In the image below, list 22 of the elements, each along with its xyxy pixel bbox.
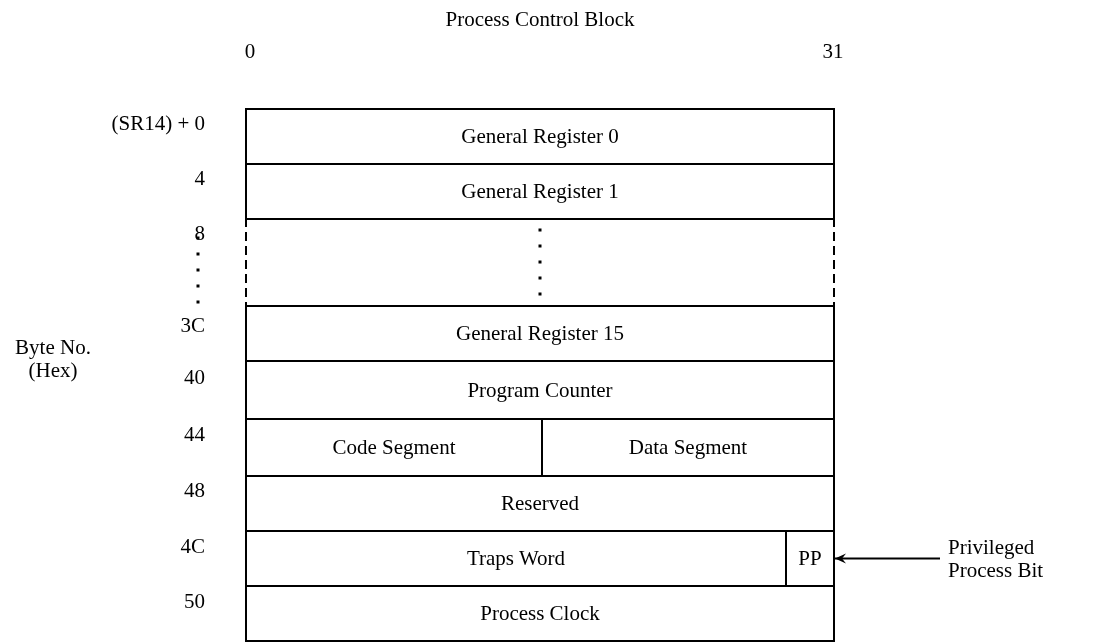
- byte-offset: (SR14) + 0: [111, 112, 205, 136]
- register-field: Reserved: [245, 475, 835, 532]
- diagram-title: Process Control Block: [445, 8, 635, 32]
- byte-offset: 44: [184, 423, 205, 447]
- byte-offset: 50: [184, 590, 205, 614]
- byte-offset: 3C: [180, 314, 205, 338]
- register-field: Program Counter: [245, 360, 835, 420]
- byte-offset: 4: [194, 167, 205, 191]
- annotation-text: Privileged Process Bit: [948, 530, 1100, 587]
- byte-offset: 48: [184, 479, 205, 503]
- byte-offset: 40: [184, 366, 205, 390]
- bit-number: 31: [822, 40, 844, 64]
- arrow: [834, 553, 941, 564]
- register-field: General Register 1: [245, 163, 835, 220]
- byte-offset: 8: [194, 222, 205, 246]
- byte-offset: 4C: [180, 535, 205, 559]
- elided-register-box: [245, 218, 835, 307]
- axis-title: Byte No. (Hex): [14, 336, 92, 383]
- bit-number: 0: [244, 40, 256, 64]
- register-field: Process Clock: [245, 585, 835, 642]
- register-field: General Register 0: [245, 108, 835, 165]
- register-field: General Register 15: [245, 305, 835, 362]
